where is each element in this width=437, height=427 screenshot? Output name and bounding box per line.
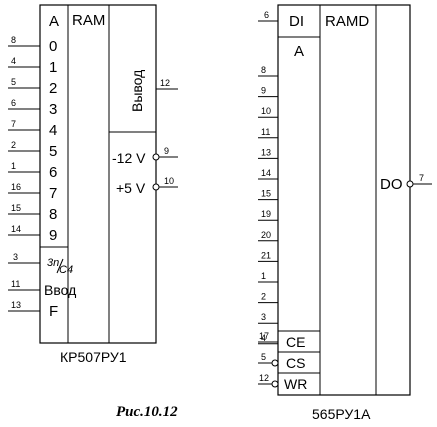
chip2-address-pin: 8 — [261, 65, 266, 75]
chip1-address-bit: 4 — [49, 122, 57, 139]
chip1-address-bit: 2 — [49, 80, 57, 97]
chip1-vpos-label: +5 V — [116, 180, 146, 196]
chip2-do-label: DO — [380, 176, 403, 193]
chip2-do-inverter — [406, 180, 414, 188]
chip2-di-pin: 6 — [264, 10, 269, 20]
chip1-output-label: Вывод — [129, 70, 145, 112]
chip1-address-bit: 7 — [49, 185, 57, 202]
chip1-control-symbol: 3n C4 — [47, 257, 73, 276]
chip1-outline — [39, 4, 157, 344]
chip2-address-pin: 4 — [261, 333, 266, 343]
chip1-address-bit: 0 — [49, 38, 57, 55]
chip2-address-pin: 10 — [261, 106, 271, 116]
chip1-address-bit: 5 — [49, 143, 57, 160]
figure-caption: Рис.10.12 — [116, 404, 178, 420]
chip1-address-label: A — [49, 13, 59, 30]
chip1-control-top: 3n — [47, 257, 59, 269]
chip2-address-pin: 20 — [261, 230, 271, 240]
chip2-function-label: RAMD — [325, 13, 369, 30]
chip1-address-bit: 9 — [49, 227, 57, 244]
chip2-address-pin: 13 — [261, 147, 271, 157]
chip2-address-pin: 9 — [261, 86, 266, 96]
chip1-name: КР507РУ1 — [60, 349, 127, 365]
chip1-input-pin: 11 — [11, 279, 20, 289]
chip1-address-bit: 8 — [49, 206, 57, 223]
chip2-wr-inverter — [271, 380, 279, 388]
chip1-vpos-terminal — [152, 183, 160, 191]
chip2-ce-label: CE — [286, 334, 305, 350]
chip1-control-pin: 3 — [13, 252, 18, 262]
chip1-output-pin: 12 — [160, 78, 170, 88]
chip1-input-label: Ввод — [44, 282, 76, 298]
chip1-address-pin: 6 — [11, 98, 16, 108]
chip2-cs-pin: 5 — [261, 352, 266, 362]
chip1-vneg-label: -12 V — [112, 150, 146, 166]
chip2-address-pin: 3 — [261, 312, 266, 322]
chip1-address-pin: 15 — [11, 203, 21, 213]
chip2-address-pin: 19 — [261, 209, 271, 219]
chip1-function-label: RAM — [72, 12, 105, 29]
chip1-address-pin: 2 — [11, 140, 16, 150]
chip1-f-label: F — [49, 303, 58, 320]
chip2-address-pin: 14 — [261, 168, 271, 178]
chip1-address-pin: 16 — [11, 182, 21, 192]
chip2-name: 565РУ1А — [312, 406, 371, 422]
chip2-ce-pin: 17 — [259, 331, 269, 341]
chip2-address-pin: 2 — [261, 292, 266, 302]
chip1-address-pin: 1 — [11, 161, 16, 171]
chip1-vneg-terminal — [152, 153, 160, 161]
chip2-wr-label: WR — [284, 376, 307, 392]
chip1-address-bit: 6 — [49, 164, 57, 181]
chip1-control-bottom: C4 — [59, 264, 73, 276]
chip1-address-pin: 5 — [11, 77, 16, 87]
chip1-address-bit: 3 — [49, 101, 57, 118]
chip2-wr-pin: 12 — [259, 373, 269, 383]
chip1-address-bit: 1 — [49, 59, 57, 76]
chip1-address-pin: 8 — [11, 35, 16, 45]
chip2-address-pin: 21 — [261, 250, 271, 260]
chip1-address-pin: 7 — [11, 119, 16, 129]
chip1-control-slash — [56, 258, 64, 274]
chip2-address-pin: 1 — [261, 271, 266, 281]
chip2-address-pin: 15 — [261, 189, 271, 199]
chip2-do-pin: 7 — [419, 173, 424, 183]
chip1-address-pin: 14 — [11, 224, 21, 234]
chip1-f-pin: 13 — [11, 300, 21, 310]
chip2-cs-inverter — [271, 359, 279, 367]
chip2-cs-label: CS — [286, 355, 305, 371]
chip1-vpos-pin: 10 — [164, 176, 174, 186]
chip2-address-label: A — [294, 43, 304, 60]
chip1-address-pin: 4 — [11, 56, 16, 66]
chip2-address-pin: 11 — [261, 127, 270, 137]
chip1-vneg-pin: 9 — [164, 146, 169, 156]
chip2-di-label: DI — [289, 13, 304, 30]
